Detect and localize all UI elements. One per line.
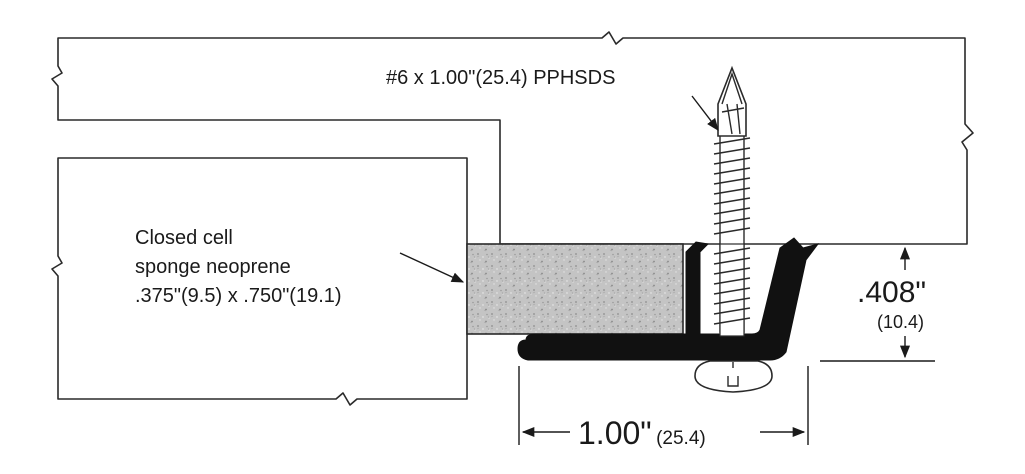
height-dimension: .408" (10.4) <box>820 246 935 362</box>
screw-thread <box>713 157 751 165</box>
width-dimension: 1.00" (25.4) <box>518 366 809 451</box>
screw-thread <box>713 297 751 305</box>
screw-thread <box>713 217 751 225</box>
screw-thread <box>713 227 751 235</box>
screw-thread <box>713 177 751 185</box>
width-dimension-value: 1.00" <box>578 415 652 451</box>
screw-thread <box>713 147 751 155</box>
rubber-seal-gasket <box>517 237 820 361</box>
screw-thread <box>713 257 751 265</box>
neoprene-label-line2: sponge neoprene <box>135 256 291 278</box>
screw-label: #6 x 1.00"(25.4) PPHSDS <box>386 67 615 89</box>
width-dimension-metric: (25.4) <box>656 428 706 449</box>
screw-leader-arrow <box>691 95 719 132</box>
lower-sash-member <box>51 157 468 406</box>
screw-thread <box>713 197 751 205</box>
neoprene-label-line3: .375"(9.5) x .750"(19.1) <box>135 285 342 307</box>
screw-thread <box>713 137 751 145</box>
screw-thread <box>713 267 751 275</box>
width-dimension-label: 1.00" (25.4) <box>578 415 706 451</box>
screw-thread <box>713 187 751 195</box>
screw-thread <box>713 207 751 215</box>
height-dimension-value: .408" <box>857 276 926 309</box>
screw-thread <box>713 247 751 255</box>
neoprene-leader-arrow <box>399 252 465 283</box>
neoprene-label-line1: Closed cell <box>135 227 233 249</box>
screw-thread <box>713 287 751 295</box>
screw-thread <box>713 277 751 285</box>
height-dimension-metric: (10.4) <box>877 312 924 332</box>
neoprene-foam-block <box>466 243 684 335</box>
screw-thread <box>713 307 751 315</box>
screw-thread <box>713 167 751 175</box>
screw-thread <box>713 317 751 325</box>
screw-head <box>694 360 773 393</box>
